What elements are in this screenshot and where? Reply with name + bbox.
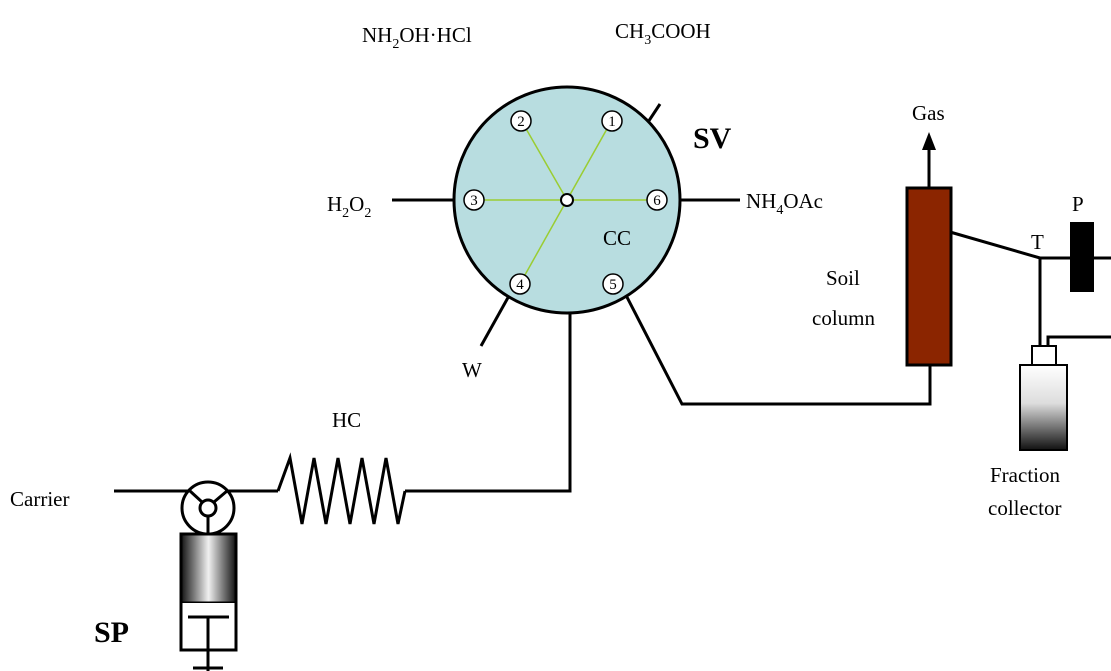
collector-vial	[1019, 364, 1068, 451]
fraction-collector-label-line1: Fraction	[990, 463, 1060, 487]
selection-valve: 1 2 3 4 5 6 CC SV	[452, 85, 732, 315]
port-4: 4	[509, 273, 531, 295]
soil-column-label-line2: column	[812, 306, 875, 330]
port-5-number: 5	[609, 277, 617, 293]
valve-spokes	[475, 119, 657, 283]
center-channel-label: CC	[603, 226, 631, 250]
soil-column-body	[905, 186, 953, 367]
port-6: 6	[646, 189, 668, 211]
port-1-number: 1	[608, 114, 616, 130]
spoke-port1	[566, 119, 613, 201]
reagent-port2-label: NH2OH·HCl	[362, 23, 472, 52]
reagent-port1-label: CH3COOH	[615, 19, 711, 48]
port-6-number: 6	[653, 193, 661, 209]
reagent-port6-label: NH4OAc	[746, 189, 823, 218]
port-1: 1	[601, 110, 623, 132]
spoke-port2	[520, 119, 568, 201]
reagent-port3-label: H2O2	[327, 192, 371, 221]
port-3-number: 3	[470, 193, 478, 209]
gas-arrow-icon	[922, 132, 936, 150]
spoke-port4	[520, 199, 568, 283]
tee-label: T	[1031, 230, 1044, 254]
port-2-number: 2	[517, 114, 525, 130]
port5-to-column-line	[575, 199, 932, 406]
soil-column-label-line1: Soil	[826, 266, 860, 290]
carrier-label: Carrier	[10, 487, 69, 511]
fraction-collector: Fraction collector	[988, 345, 1068, 520]
pump: P	[1070, 192, 1094, 292]
pump-label: P	[1072, 192, 1084, 216]
syringe-pump: SP	[94, 480, 238, 671]
syringe-pump-label: SP	[94, 616, 129, 649]
port-3: 3	[463, 189, 485, 211]
port4-line	[479, 293, 512, 347]
column-to-tee-line	[949, 230, 1070, 260]
holding-coil	[276, 452, 407, 525]
fraction-collector-label-line2: collector	[988, 496, 1061, 520]
selection-valve-label: SV	[693, 122, 732, 155]
holding-coil-label: HC	[332, 408, 361, 432]
gas-label: Gas	[912, 101, 945, 125]
port-2: 2	[510, 110, 532, 132]
waste-label: W	[462, 358, 482, 382]
valve-center-port	[560, 193, 574, 207]
pump-body	[1070, 222, 1094, 292]
port-5: 5	[602, 273, 624, 295]
collector-return-line	[1046, 335, 1111, 355]
port-4-number: 4	[516, 277, 524, 293]
soil-column: Gas Soil column	[812, 101, 953, 367]
syringe-barrel	[179, 532, 238, 605]
collector-cap	[1031, 345, 1057, 367]
